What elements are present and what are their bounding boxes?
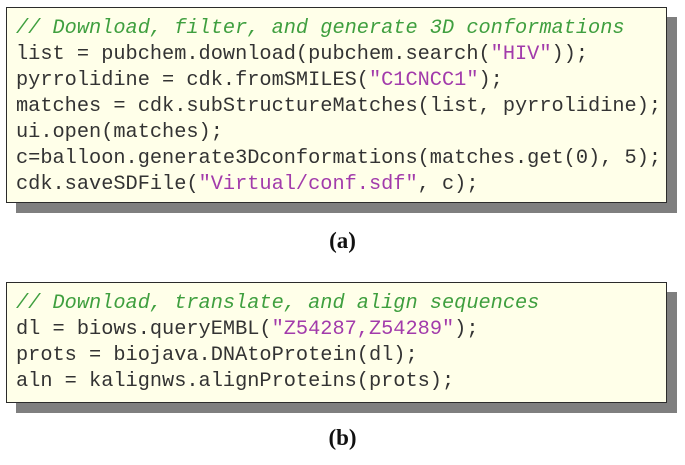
code-text: cdk.saveSDFile(: [16, 173, 199, 196]
code-line: list = pubchem.download(pubchem.search("…: [16, 42, 666, 68]
string-literal: "HIV": [490, 43, 552, 66]
code-text: prots = biojava.DNAtoProtein(dl);: [16, 344, 418, 367]
code-listing-b: // Download, translate, and align sequen…: [6, 282, 667, 403]
code-text: matches = cdk.subStructureMatches(list, …: [16, 95, 662, 118]
string-literal: "Z54287,Z54289": [271, 318, 455, 341]
code-panel-b: // Download, translate, and align sequen…: [6, 282, 677, 413]
code-comment-line: // Download, filter, and generate 3D con…: [16, 16, 666, 42]
code-text: aln = kalignws.alignProteins(prots);: [16, 370, 455, 393]
code-line: matches = cdk.subStructureMatches(list, …: [16, 94, 666, 120]
code-comment: // Download, filter, and generate 3D con…: [16, 17, 625, 40]
code-comment-line: // Download, translate, and align sequen…: [16, 291, 666, 317]
code-panel-a: // Download, filter, and generate 3D con…: [6, 7, 677, 213]
code-text: pyrrolidine = cdk.fromSMILES(: [16, 69, 369, 92]
code-text: list = pubchem.download(pubchem.search(: [16, 43, 491, 66]
caption-b: (b): [328, 425, 357, 450]
string-literal: "Virtual/conf.sdf": [198, 173, 418, 196]
code-listing-a: // Download, filter, and generate 3D con…: [6, 7, 667, 203]
code-line: prots = biojava.DNAtoProtein(dl);: [16, 343, 666, 369]
string-literal: "C1CNCC1": [368, 69, 479, 92]
code-text: , c);: [417, 173, 479, 196]
code-comment: // Download, translate, and align sequen…: [16, 292, 540, 315]
code-line: cdk.saveSDFile("Virtual/conf.sdf", c);: [16, 172, 666, 198]
code-text: );: [478, 69, 503, 92]
code-text: );: [454, 318, 479, 341]
code-text: c=balloon.generate3Dconformations(matche…: [16, 147, 662, 170]
code-line: ui.open(matches);: [16, 120, 666, 146]
code-line: dl = biows.queryEMBL("Z54287,Z54289");: [16, 317, 666, 343]
code-text: ));: [551, 43, 589, 66]
code-text: ui.open(matches);: [16, 121, 223, 144]
caption-a: (a): [329, 228, 356, 253]
code-line: aln = kalignws.alignProteins(prots);: [16, 369, 666, 395]
code-text: dl = biows.queryEMBL(: [16, 318, 272, 341]
code-line: pyrrolidine = cdk.fromSMILES("C1CNCC1");: [16, 68, 666, 94]
code-line: c=balloon.generate3Dconformations(matche…: [16, 146, 666, 172]
